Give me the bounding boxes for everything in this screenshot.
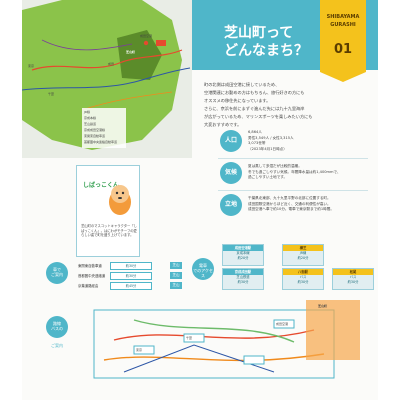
info-divider — [218, 190, 368, 191]
bus-access-heading: 路線 バスの — [46, 316, 68, 338]
car-route-from: 東関東自動車道 — [78, 264, 102, 268]
bus-route-diagram — [74, 290, 370, 394]
intro-line: 大変おすすめです。 — [204, 122, 242, 128]
map-legend-2: 京成本線 — [84, 116, 97, 120]
train-tile-time: 約30分 — [237, 280, 249, 284]
bus-heading-line3: ご案内 — [51, 343, 63, 348]
train-tile-title: 京成成田駅 — [223, 269, 263, 275]
chapter-ribbon: SHIBAYAMA GURASHI 01 — [320, 0, 366, 82]
train-tile: 横芝 JR線 約20分 — [282, 244, 324, 266]
train-tile-time: 約20分 — [297, 256, 309, 260]
mascot-name: しばっこくん — [83, 182, 120, 189]
location-line: 千葉県北東部、九十九里平野の北部に位置する町。 — [248, 196, 331, 200]
bus-heading-line2: バスの — [51, 326, 63, 331]
intro-line: オススメの移住先になっています。 — [204, 98, 271, 104]
train-tile: 八街駅 バス 約30分 — [282, 268, 324, 290]
car-route-time: 約45分 — [110, 282, 152, 290]
bus-label-airport: 成田空港 — [276, 322, 289, 326]
train-tile-time: 約30分 — [347, 280, 359, 284]
page-title-line2: どんなまち？ — [224, 43, 308, 59]
intro-line: 空港関連にお勤めの方はもちろん、旅行好きの方にも — [204, 90, 305, 96]
car-route-from: 首都圏中央連絡道 — [78, 274, 106, 278]
car-route-dest: 芝山 — [170, 272, 182, 279]
map-legend-4: 京成成田空港線 — [84, 128, 106, 132]
population-line: 6,864人 — [248, 130, 262, 134]
car-route-from: 京葉道路経由 — [78, 284, 99, 288]
train-tile: 松尾 バス 約30分 — [332, 268, 374, 290]
train-tile-sub: バス — [299, 275, 307, 279]
train-tile: 成田空港駅 京成本線 約20分 — [222, 244, 264, 266]
bus-access-subheading: ご案内 — [46, 338, 68, 360]
location-text: 千葉県北東部、九十九里平野の北部に位置する町。 成田国際空港からほど近く、交通の… — [248, 196, 366, 213]
train-tile-time: 約20分 — [237, 256, 249, 260]
page-title: 芝山町って どんなまち？ — [224, 24, 319, 60]
bus-label-chiba: 千葉 — [186, 336, 193, 340]
train-tile: 京成成田駅 芝山鉄道 約30分 — [222, 268, 264, 290]
population-label: 人口 — [220, 130, 242, 152]
car-route-time: 約30分 — [110, 272, 152, 280]
train-tile-time: 約30分 — [297, 280, 309, 284]
population-text: 6,864人 男性3,549人 / 女性3,315人 3,073世帯 （2023… — [248, 130, 366, 152]
car-route-dest: 芝山 — [170, 262, 182, 269]
location-line: 成田空港へ車で約10分。電車で東京駅まで約1時間。 — [248, 207, 334, 212]
climate-label: 気候 — [220, 162, 242, 184]
map-legend-3: 芝山鉄道 — [84, 122, 97, 126]
intro-line: 町の北側は成田空港に接しているため、 — [204, 82, 280, 87]
map-illustration — [22, 0, 192, 158]
train-tile-title: 八街駅 — [283, 269, 323, 275]
climate-line: 過ごしやすい土地です。 — [248, 175, 288, 180]
train-tile-title: 成田空港駅 — [223, 245, 263, 251]
location-label: 立地 — [220, 194, 242, 216]
mascot-box: しばっこくん 芝山町のマスコットキャラクター「しばっこくん」。はにわがモチーフの… — [76, 165, 140, 257]
page-title-line1: 芝山町って — [224, 25, 294, 41]
train-heading-line2: でのアクセス — [193, 268, 213, 278]
car-heading-line2: ご案内 — [51, 272, 63, 277]
climate-line: 冬でも過ごしやすい気候。年間降水量は約1,400mmで、 — [248, 169, 341, 174]
area-map: JR線 京成本線 芝山鉄道 京成成田空港線 東関東自動車道 首都圏中央連絡自動車… — [22, 0, 192, 158]
train-heading-line1: 電車 — [199, 263, 207, 268]
population-line: 男性3,549人 / 女性3,315人 — [248, 135, 294, 140]
brochure-page: JR線 京成本線 芝山鉄道 京成成田空港線 東関東自動車道 首都圏中央連絡自動車… — [22, 0, 378, 400]
population-line: （2023年4月1日時点） — [248, 146, 287, 151]
train-tile-title: 横芝 — [283, 245, 323, 251]
map-legend-5: 東関東自動車道 — [84, 134, 106, 138]
ribbon-line2: GURASHI — [330, 22, 356, 28]
train-access-heading: 電車 でのアクセス — [192, 258, 214, 280]
map-legend-6: 首都圏中央連絡自動車道 — [84, 140, 118, 144]
map-label-narita: 成田 — [108, 62, 115, 66]
location-line: 成田国際空港からほど近く、交通の利便性が高い。 — [248, 201, 331, 206]
train-tile-sub: 京成本線 — [236, 251, 250, 255]
info-divider — [218, 158, 368, 159]
train-tile-sub: バス — [349, 275, 357, 279]
car-heading-line1: 車で — [53, 267, 61, 272]
map-label-tokyo: 東京 — [28, 64, 35, 68]
bus-label-town: 芝山町 — [318, 304, 328, 308]
map-label-town: 芝山町 — [126, 50, 136, 54]
train-tile-sub: JR線 — [299, 251, 307, 255]
intro-line: が広がっているため、マリンスポーツを楽しみたい方にも — [204, 114, 313, 120]
intro-text: 町の北側は成田空港に接しているため、 空港関連にお勤めの方はもちろん、旅行好きの… — [204, 82, 364, 131]
intro-line: さらに、京浜を前にまずぐ進んだ先には九十九里海岸 — [204, 106, 305, 112]
climate-line: 夏は蒸して多湿だが比較的温暖。 — [248, 164, 302, 168]
bus-route-map: 芝山町 成田空港 千葉 東京 — [74, 290, 370, 394]
bus-heading-line1: 路線 — [53, 321, 61, 326]
climate-text: 夏は蒸して多湿だが比較的温暖。 冬でも過ごしやすい気候。年間降水量は約1,400… — [248, 164, 366, 181]
ribbon-line1: SHIBAYAMA — [326, 14, 360, 20]
map-label-chiba: 千葉 — [48, 92, 55, 96]
mascot-icon — [109, 185, 131, 215]
bus-label-tokyo: 東京 — [136, 348, 143, 352]
car-route-dest: 芝山 — [170, 282, 182, 289]
map-legend-1: JR線 — [84, 110, 90, 114]
mascot-description: 芝山町のマスコットキャラクター「しばっこくん」。はにわがモチーフの愛らしい姿で町… — [81, 224, 137, 238]
chapter-number: 01 — [333, 42, 353, 57]
car-route-time: 約30分 — [110, 262, 152, 270]
population-line: 3,073世帯 — [248, 141, 266, 146]
car-access-heading: 車で ご案内 — [46, 262, 68, 284]
train-tile-title: 松尾 — [333, 269, 373, 275]
train-tile-sub: 芝山鉄道 — [236, 275, 250, 279]
map-label-airport: 成田空港 — [140, 34, 153, 38]
